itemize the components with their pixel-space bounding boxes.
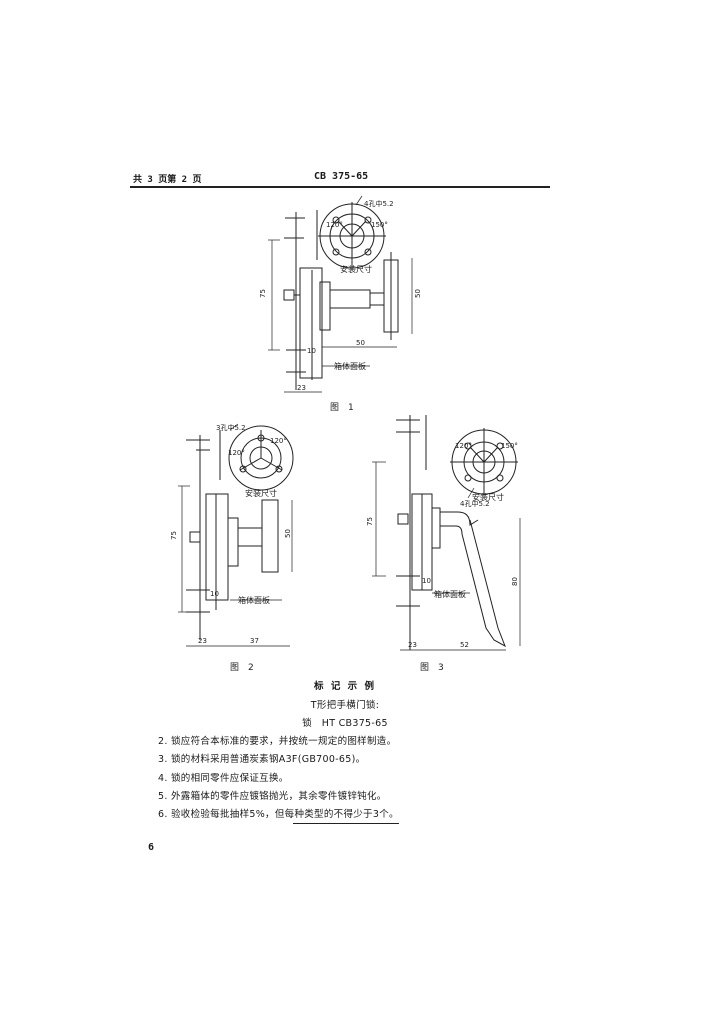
fig3-dim-80: 80: [511, 577, 519, 586]
item-3: 3. 锁的材料采用普通炭素钢A3F(GB700-65)。: [158, 754, 366, 765]
fig3-angle-left: 120°: [455, 442, 472, 450]
fig2-dim-50: 50: [284, 529, 292, 538]
fig2-hole-label: 3孔中5.2: [216, 423, 246, 432]
fig3-hole-label: 4孔中5.2: [460, 499, 490, 508]
marking-heading: 标 记 示 例: [314, 681, 376, 692]
fig2-install-label: 安装尺寸: [245, 488, 277, 498]
fig2-dim-23: 23: [198, 637, 207, 645]
fig2-dim-37: 37: [250, 637, 259, 645]
fig2-angle-left: 120°: [228, 449, 245, 457]
fig3-angle-right: 150°: [501, 442, 518, 450]
item-4: 4. 锁的相同零件应保证互换。: [158, 773, 289, 784]
fig1-dim-50h: 50: [356, 339, 365, 347]
fig1-dim-10: 10: [307, 347, 316, 355]
fig2-angle-top: 120°: [270, 437, 287, 445]
fig3-panel-label: 箱体面板: [434, 589, 466, 599]
fig2-dim-10: 10: [210, 590, 219, 598]
marking-subtitle: T形把手横门锁:: [310, 700, 380, 711]
fig1-install-label: 安装尺寸: [340, 264, 372, 274]
page-number: 6: [148, 842, 155, 853]
fig1-dim-75: 75: [259, 289, 267, 298]
marking-example: 锁 HT CB375-65: [302, 718, 388, 729]
fig3-caption: 图 3: [420, 662, 444, 673]
fig3-install-label: 安装尺寸: [472, 492, 504, 502]
page-info: 共 3 页第 2 页: [133, 175, 202, 185]
fig1-hole-label: 4孔中5.2: [364, 199, 394, 208]
fig1-dim-50v: 50: [414, 289, 422, 298]
fig3-dim-23: 23: [408, 641, 417, 649]
fig2-panel-label: 箱体面板: [238, 595, 270, 605]
fig1-caption: 图 1: [330, 402, 354, 413]
header-rule: [130, 186, 550, 188]
end-rule: [293, 823, 399, 824]
fig3-dim-10: 10: [422, 577, 431, 585]
fig3-dim-75: 75: [366, 517, 374, 526]
item-6: 6. 验收检验每批抽样5%，但每种类型的不得少于3个。: [158, 809, 399, 820]
standard-code: CB 375-65: [314, 171, 369, 182]
fig1-angle-left: 120°: [326, 221, 343, 229]
item-5: 5. 外露箱体的零件应镀铬抛光，其余零件镀锌钝化。: [158, 791, 387, 802]
fig1-panel-label: 箱体面板: [334, 361, 366, 371]
fig1-angle-right: 150°: [371, 221, 388, 229]
item-2: 2. 锁应符合本标准的要求，并按统一规定的图样制造。: [158, 736, 397, 747]
fig2-dim-75: 75: [170, 531, 178, 540]
fig3-dim-52: 52: [460, 641, 469, 649]
fig1-dim-23: 23: [297, 384, 306, 392]
fig2-caption: 图 2: [230, 662, 254, 673]
